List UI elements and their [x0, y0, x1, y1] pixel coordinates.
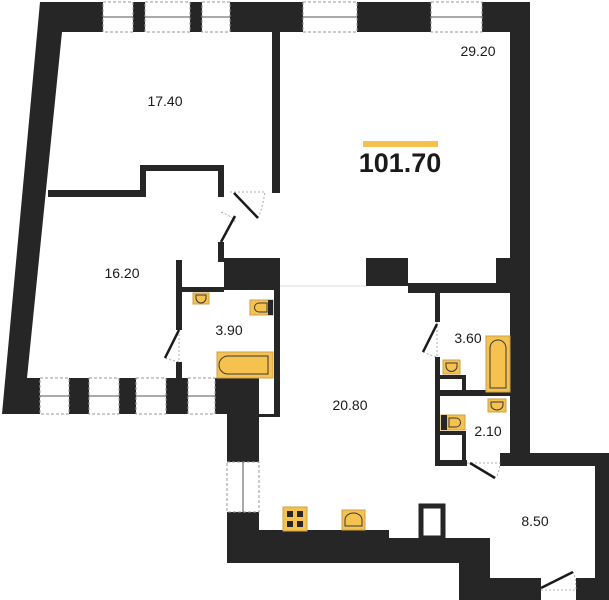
partition-1740-2920	[272, 30, 280, 193]
bathtub-icon	[216, 351, 274, 379]
partition-step	[140, 165, 146, 197]
bath-shaft-2b	[462, 431, 466, 461]
column-right	[496, 258, 510, 288]
room-area-label: 3.90	[215, 322, 242, 338]
room-area-label: 8.50	[521, 513, 548, 529]
total-area-accent-bar	[363, 141, 438, 147]
fridge-niche	[418, 503, 446, 541]
room-area-label: 29.20	[460, 43, 495, 59]
partition-hall-lower	[218, 242, 224, 262]
room-area-label: 17.40	[147, 93, 182, 109]
door[interactable]	[230, 191, 266, 219]
window	[430, 1, 483, 33]
bath-390-bottom	[259, 414, 280, 417]
window	[88, 377, 120, 415]
left-wall	[2, 2, 70, 414]
far-right-wall	[595, 453, 609, 600]
window	[144, 1, 191, 33]
window	[102, 1, 134, 33]
partition-2920-bath	[408, 283, 510, 293]
windows	[39, 1, 483, 513]
window	[39, 377, 70, 415]
sink-icon	[487, 398, 507, 413]
partition-hall-upper	[218, 165, 224, 197]
right-wall	[510, 2, 530, 466]
bath-360-left-lower	[435, 357, 440, 466]
bath-210-bottom	[435, 460, 467, 466]
bath-shaft-2	[440, 431, 465, 435]
total-area: 101.70	[359, 148, 442, 178]
door[interactable]	[421, 322, 439, 358]
door[interactable]	[163, 329, 181, 363]
window	[201, 1, 231, 33]
bath-shaft-1b	[462, 375, 466, 392]
right-step-wall	[500, 453, 609, 466]
bath-360-left-upper	[435, 293, 440, 322]
bath-shaft-1	[440, 375, 465, 379]
door[interactable]	[219, 211, 237, 243]
window	[187, 377, 216, 415]
toilet-icon	[440, 414, 466, 431]
partition-1620-bath-upper	[176, 260, 182, 330]
sink-icon	[192, 292, 210, 305]
bath-390-right-wall	[274, 290, 280, 417]
room-area-label: 16.20	[104, 265, 139, 281]
window	[226, 461, 260, 513]
bottom-right-wall	[576, 578, 609, 600]
partition-1740-1620	[48, 190, 146, 197]
window	[135, 377, 167, 415]
column-block-left	[224, 258, 280, 290]
bath-divider	[440, 390, 513, 396]
partition-1620-bath-lower	[176, 362, 182, 378]
bathtub-icon	[485, 335, 511, 393]
fixtures	[192, 292, 511, 532]
column-block-right	[366, 258, 408, 286]
sink-icon	[442, 359, 461, 375]
kitchen-sink-icon	[341, 509, 366, 531]
room-area-label: 2.10	[474, 423, 501, 439]
partition-step-top	[140, 165, 224, 171]
toilet-icon	[249, 299, 274, 316]
bottom-wall	[227, 512, 541, 600]
doors	[163, 191, 577, 591]
pillar-wall	[227, 414, 259, 462]
window	[302, 1, 358, 33]
stove-icon	[282, 506, 308, 532]
room-area-label: 20.80	[332, 397, 367, 413]
door[interactable]	[467, 461, 501, 480]
room-area-label: 3.60	[454, 330, 481, 346]
door[interactable]	[540, 570, 577, 591]
bath-390-top-wall	[182, 287, 224, 292]
